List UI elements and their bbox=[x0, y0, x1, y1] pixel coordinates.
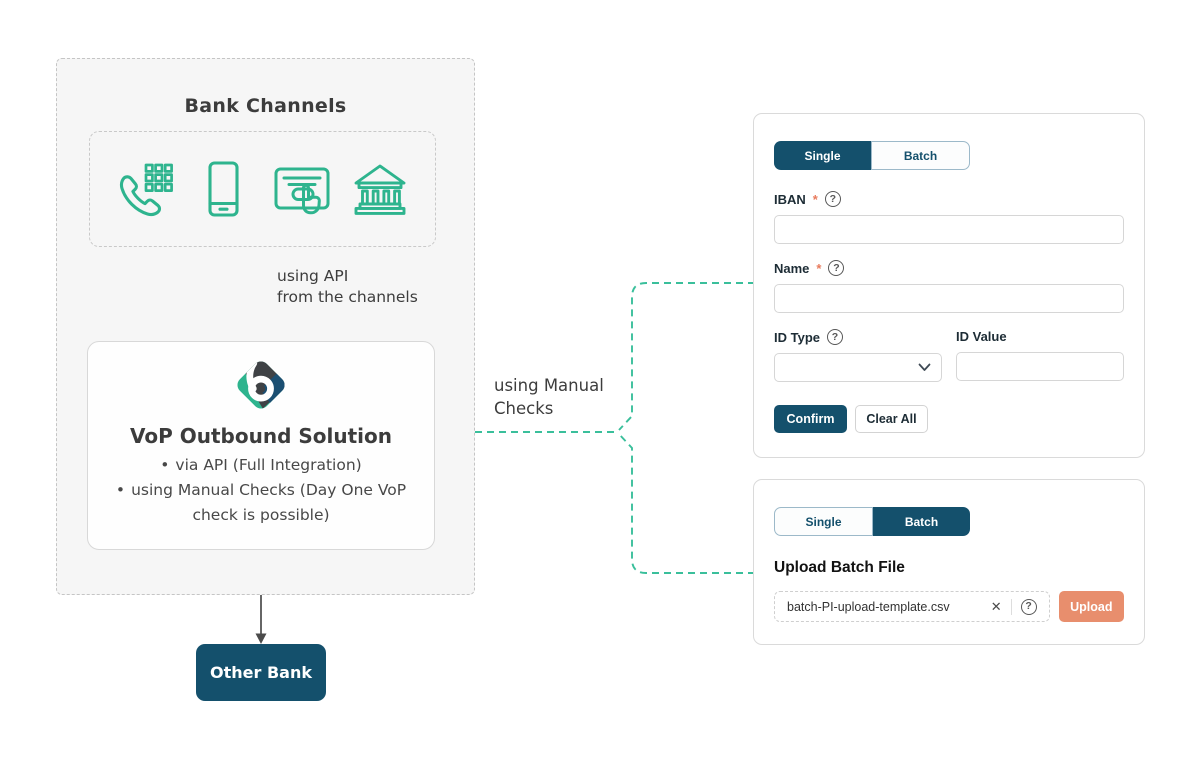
using-api-label: using API from the channels bbox=[277, 267, 418, 306]
id-type-help-icon[interactable]: ? bbox=[827, 329, 843, 345]
tab-batch[interactable]: Batch bbox=[873, 507, 970, 536]
vop-title: VoP Outbound Solution bbox=[130, 424, 392, 448]
bank-building-icon bbox=[354, 164, 406, 215]
clear-file-icon[interactable]: ✕ bbox=[990, 599, 1002, 614]
file-help-icon[interactable]: ? bbox=[1020, 598, 1037, 615]
batch-file-input[interactable]: batch-PI-upload-template.csv ✕ ? bbox=[774, 591, 1050, 622]
required-marker: * bbox=[816, 260, 822, 276]
selected-file-name: batch-PI-upload-template.csv bbox=[787, 599, 950, 614]
chevron-down-icon bbox=[918, 363, 931, 371]
divider bbox=[1010, 598, 1012, 615]
id-type-select[interactable] bbox=[774, 353, 942, 382]
single-check-panel: Single Batch IBAN * ? Name * ? ID Type ? bbox=[753, 113, 1145, 458]
vop-bullet: •using Manual Checks (Day One VoP check … bbox=[115, 481, 407, 524]
tab-single[interactable]: Single bbox=[774, 507, 873, 536]
required-marker: * bbox=[812, 191, 818, 207]
batch-panel-tab-group: Single Batch bbox=[774, 507, 970, 536]
vop-bullet: •via API (Full Integration) bbox=[160, 456, 362, 474]
id-value-input[interactable] bbox=[956, 352, 1124, 381]
batch-upload-panel: Single Batch Upload Batch File batch-PI-… bbox=[753, 479, 1145, 645]
vop-solution-box: VoP Outbound Solution •via API (Full Int… bbox=[87, 341, 435, 550]
iban-input[interactable] bbox=[774, 215, 1124, 244]
phone-keypad-icon bbox=[119, 163, 173, 217]
smartphone-icon bbox=[208, 161, 239, 217]
clear-all-button[interactable]: Clear All bbox=[855, 405, 928, 433]
tab-batch[interactable]: Batch bbox=[871, 141, 970, 170]
confirm-button[interactable]: Confirm bbox=[774, 405, 847, 433]
bank-channels-title: Bank Channels bbox=[184, 95, 347, 117]
single-panel-tab-group: Single Batch bbox=[774, 141, 970, 170]
using-manual-checks-label: using Manual Checks bbox=[494, 376, 604, 418]
iban-label-row: IBAN * ? bbox=[774, 191, 1124, 207]
upload-batch-file-heading: Upload Batch File bbox=[774, 559, 905, 576]
name-input[interactable] bbox=[774, 284, 1124, 313]
name-help-icon[interactable]: ? bbox=[828, 260, 845, 276]
id-value-label-row: ID Value bbox=[956, 329, 1007, 344]
id-type-label-row: ID Type ? bbox=[774, 329, 942, 345]
vop-brand-logo-icon bbox=[234, 358, 288, 412]
tab-single[interactable]: Single bbox=[774, 141, 871, 170]
channel-icons-box bbox=[89, 131, 436, 247]
iban-help-icon[interactable]: ? bbox=[824, 191, 841, 207]
upload-button[interactable]: Upload bbox=[1058, 591, 1124, 622]
vop-bullet-list: •via API (Full Integration) •using Manua… bbox=[88, 453, 434, 528]
other-bank-node: Other Bank bbox=[196, 644, 326, 701]
card-terminal-icon bbox=[274, 167, 330, 215]
name-label-row: Name * ? bbox=[774, 260, 1124, 276]
